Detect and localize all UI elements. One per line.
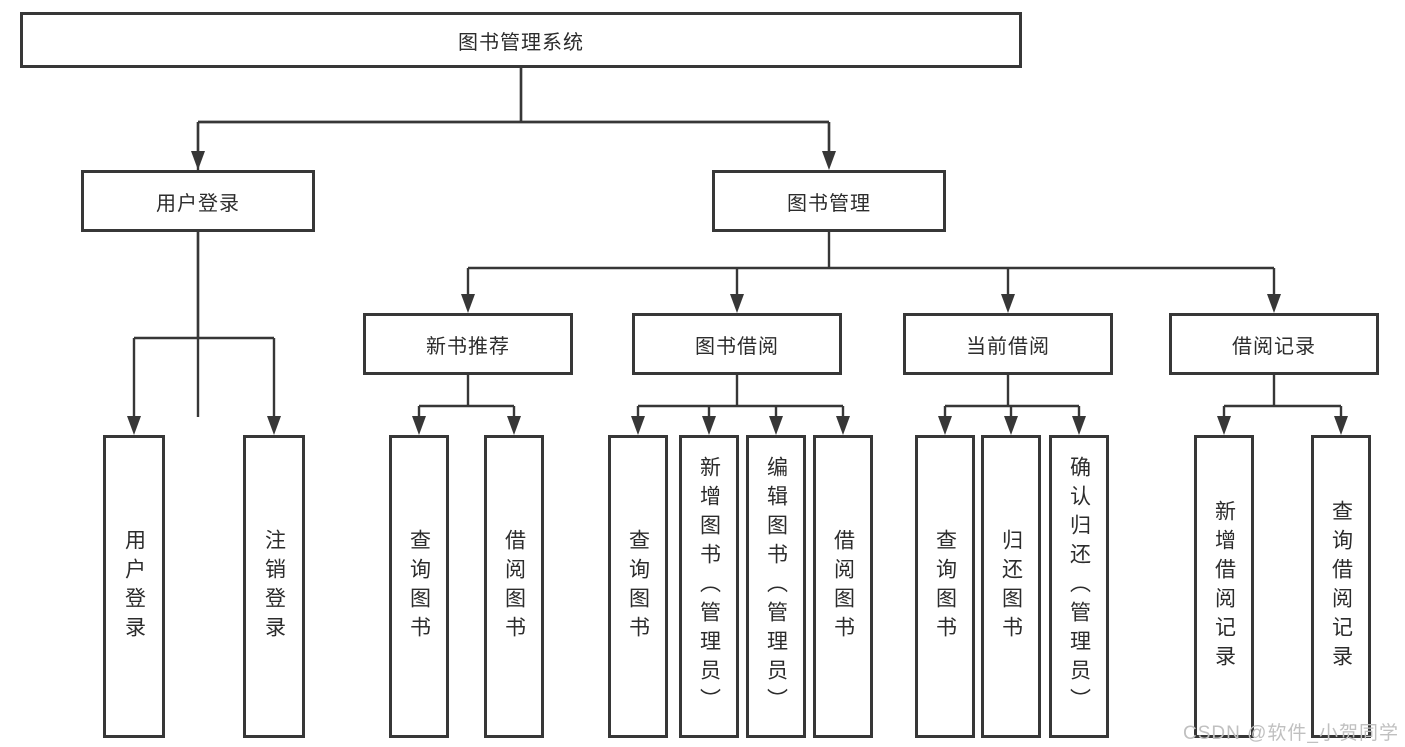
leaf-query-books-recommend: 查询图书 (389, 435, 449, 738)
leaf-add-book-admin: 新增图书（管理员） (679, 435, 739, 738)
leaf-query-books-borrowing: 查询图书 (608, 435, 668, 738)
leaf-return-books: 归还图书 (981, 435, 1041, 738)
node-label: 查询图书 (626, 528, 650, 645)
node-label: 当前借阅 (966, 335, 1050, 358)
leaf-borrow-books: 借阅图书 (813, 435, 873, 738)
node-label: 借阅图书 (831, 528, 855, 645)
node-label: 新增借阅记录 (1212, 499, 1236, 674)
node-label: 查询图书 (407, 528, 431, 645)
node-label: 借阅记录 (1232, 335, 1316, 358)
node-label: 用户登录 (156, 192, 240, 215)
node-user-login: 用户登录 (81, 170, 315, 232)
node-label: 借阅图书 (502, 528, 526, 645)
leaf-query-borrow-record: 查询借阅记录 (1311, 435, 1371, 738)
node-label: 注销登录 (262, 528, 286, 645)
node-label: 归还图书 (999, 528, 1023, 645)
node-label: 查询图书 (933, 528, 957, 645)
watermark: CSDN @软件_小贺同学 (1183, 723, 1399, 744)
node-label: 查询借阅记录 (1329, 499, 1353, 674)
node-root: 图书管理系统 (20, 12, 1022, 68)
node-label: 图书管理系统 (458, 31, 584, 54)
node-book-borrowing: 图书借阅 (632, 313, 842, 375)
node-book-management: 图书管理 (712, 170, 946, 232)
leaf-add-borrow-record: 新增借阅记录 (1194, 435, 1254, 738)
node-label: 用户登录 (122, 528, 146, 645)
leaf-borrow-books-recommend: 借阅图书 (484, 435, 544, 738)
node-label: 图书管理 (787, 192, 871, 215)
node-borrow-records: 借阅记录 (1169, 313, 1379, 375)
node-new-book-recommend: 新书推荐 (363, 313, 573, 375)
node-label: 新书推荐 (426, 335, 510, 358)
node-label: 图书借阅 (695, 335, 779, 358)
leaf-edit-book-admin: 编辑图书（管理员） (746, 435, 806, 738)
node-current-borrowing: 当前借阅 (903, 313, 1113, 375)
node-label: 确认归还（管理员） (1067, 456, 1091, 717)
leaf-logout: 注销登录 (243, 435, 305, 738)
node-label: 编辑图书（管理员） (764, 456, 788, 717)
leaf-confirm-return-admin: 确认归还（管理员） (1049, 435, 1109, 738)
leaf-query-books-current: 查询图书 (915, 435, 975, 738)
leaf-user-login: 用户登录 (103, 435, 165, 738)
node-label: 新增图书（管理员） (697, 456, 721, 717)
